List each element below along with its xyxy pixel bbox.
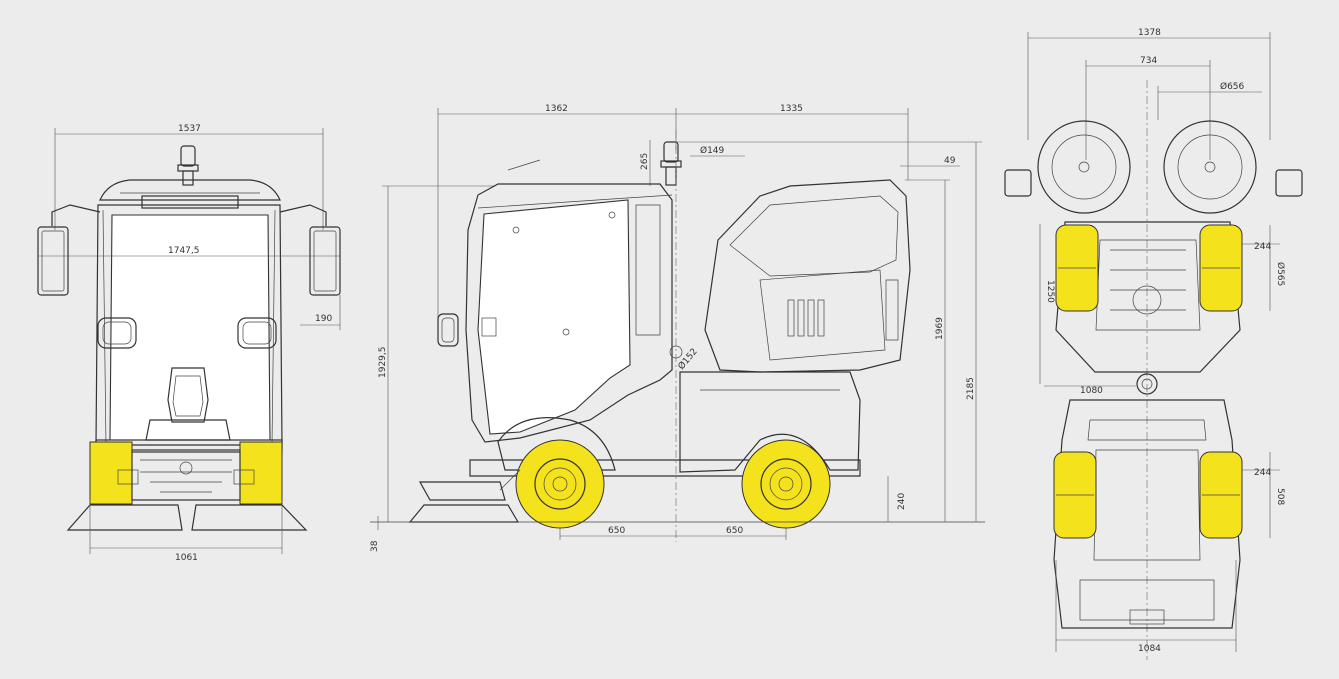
front-wheel-side (515, 439, 605, 529)
dim-pivot-diameter: Ø152 (676, 346, 700, 372)
dim-rear-section: 1335 (780, 104, 803, 114)
dim-rear-offset: 49 (944, 156, 956, 166)
dim-top-width: 1378 (1138, 28, 1161, 38)
dim-front-length: 1250 (1045, 280, 1055, 303)
dim-beacon-diameter: Ø149 (700, 145, 725, 156)
dim-brush-span: 1061 (175, 553, 198, 563)
dim-ground-clearance: 240 (897, 493, 907, 510)
dim-wheel-diameter: Ø656 (1220, 81, 1245, 92)
dim-rear-track: 1084 (1138, 644, 1161, 654)
dim-front-section: 1362 (545, 104, 568, 114)
dim-beacon-height: 265 (640, 153, 650, 170)
dim-overall-height: 2185 (966, 377, 976, 400)
dim-rear-tire-diameter: 508 (1275, 488, 1285, 505)
dim-mirror-span: 1747,5 (168, 246, 200, 256)
side-view: 1362 1335 Ø149 265 49 1929,5 1969 2185 (370, 104, 985, 552)
dim-rear-tire-width: 244 (1254, 468, 1271, 478)
beacon-front (177, 145, 199, 186)
top-view: 1378 734 Ø656 244 Ø565 (1004, 28, 1303, 660)
front-view: 1537 1747,5 190 (37, 124, 341, 563)
dim-wheel-centers: 734 (1140, 56, 1157, 66)
dim-front-tire-diameter: Ø565 (1275, 262, 1286, 286)
dim-body-height: 1969 (935, 317, 945, 340)
dim-brush-lift: 38 (370, 540, 380, 552)
dim-cab-height: 1929,5 (378, 347, 388, 379)
dim-front-wheel-pivot: 650 (608, 526, 625, 536)
dim-pivot-rear-wheel: 650 (726, 526, 743, 536)
dim-front-track: 1080 (1080, 386, 1103, 396)
dim-front-tire-width: 244 (1254, 242, 1271, 252)
dim-front-width: 1537 (178, 124, 201, 134)
rear-wheel-side (741, 439, 831, 529)
dim-mirror-offset: 190 (315, 314, 332, 324)
